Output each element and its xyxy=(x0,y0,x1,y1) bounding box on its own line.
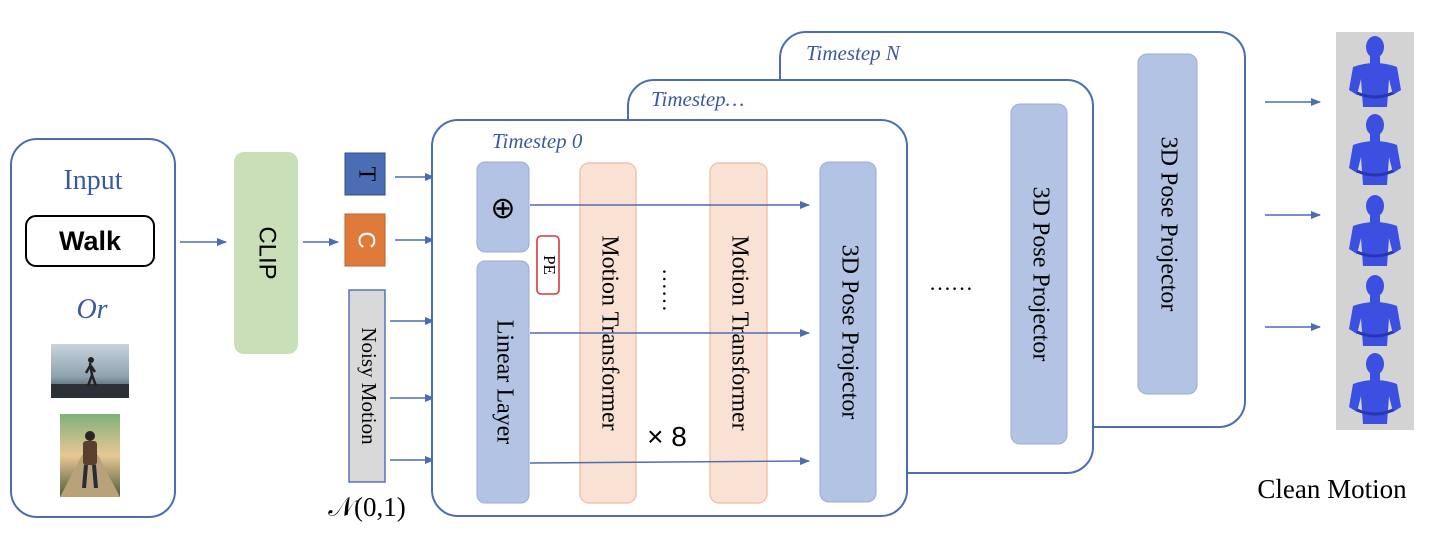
body-mesh-3 xyxy=(1349,195,1401,266)
or-label: Or xyxy=(76,294,107,325)
pose-projector-middle-label: 3D Pose Projector xyxy=(1027,187,1053,362)
c-token-label: C xyxy=(353,231,380,248)
input-title: Input xyxy=(63,165,122,196)
body-mesh-2 xyxy=(1349,114,1401,185)
walking-person-path-photo xyxy=(60,414,120,497)
walking-silhouette-photo xyxy=(51,344,129,398)
t-token-label: T xyxy=(353,167,379,182)
noisy-motion-block: Noisy Motion xyxy=(348,289,386,483)
token-arrows xyxy=(390,173,435,464)
clean-motion-strip xyxy=(1336,32,1414,430)
internal-connections xyxy=(529,201,810,466)
sum-block: ⊕ xyxy=(476,161,530,253)
timestep-middle-label: Timestep… xyxy=(651,87,744,111)
clean-motion-label: Clean Motion xyxy=(1257,474,1407,504)
pose-projector-back: 3D Pose Projector xyxy=(1137,53,1198,395)
pose-projector-front-label: 3D Pose Projector xyxy=(836,245,862,420)
frames-ellipsis: …… xyxy=(929,270,973,295)
timestep-n-label: Timestep N xyxy=(806,41,901,65)
body-mesh-1 xyxy=(1349,36,1401,107)
linear-layer-block: Linear Layer xyxy=(476,260,530,504)
pose-projector-middle: 3D Pose Projector xyxy=(1010,103,1068,445)
clip-block: CLIP xyxy=(234,152,298,354)
repeat-label: × 8 xyxy=(647,421,687,452)
timestep-0-frame: Timestep 0 ⊕ Linear Layer PE Motion Tran… xyxy=(431,119,908,517)
input-panel: Input Walk Or xyxy=(10,138,176,518)
body-mesh-4 xyxy=(1349,275,1401,346)
pe-block: PE xyxy=(536,235,560,295)
noise-distribution-label: 𝒩(0,1) xyxy=(328,492,406,522)
transformer-ellipsis: …… xyxy=(658,268,683,312)
clip-label: CLIP xyxy=(254,226,281,279)
text-prompt: Walk xyxy=(59,226,122,256)
linear-layer-label: Linear Layer xyxy=(491,320,517,445)
noisy-motion-label: Noisy Motion xyxy=(357,327,381,445)
text-prompt-box: Walk xyxy=(25,215,155,267)
pe-label: PE xyxy=(540,255,559,275)
output-arrows xyxy=(1265,98,1321,331)
c-token: C xyxy=(344,213,386,267)
body-mesh-5 xyxy=(1349,353,1401,424)
timestep-0-label: Timestep 0 xyxy=(492,129,583,153)
pose-projector-back-label: 3D Pose Projector xyxy=(1155,137,1181,312)
pose-projector-front: 3D Pose Projector xyxy=(819,161,877,503)
arrow-row-bottom xyxy=(529,457,810,466)
t-token: T xyxy=(344,152,386,196)
sum-symbol: ⊕ xyxy=(490,192,515,225)
